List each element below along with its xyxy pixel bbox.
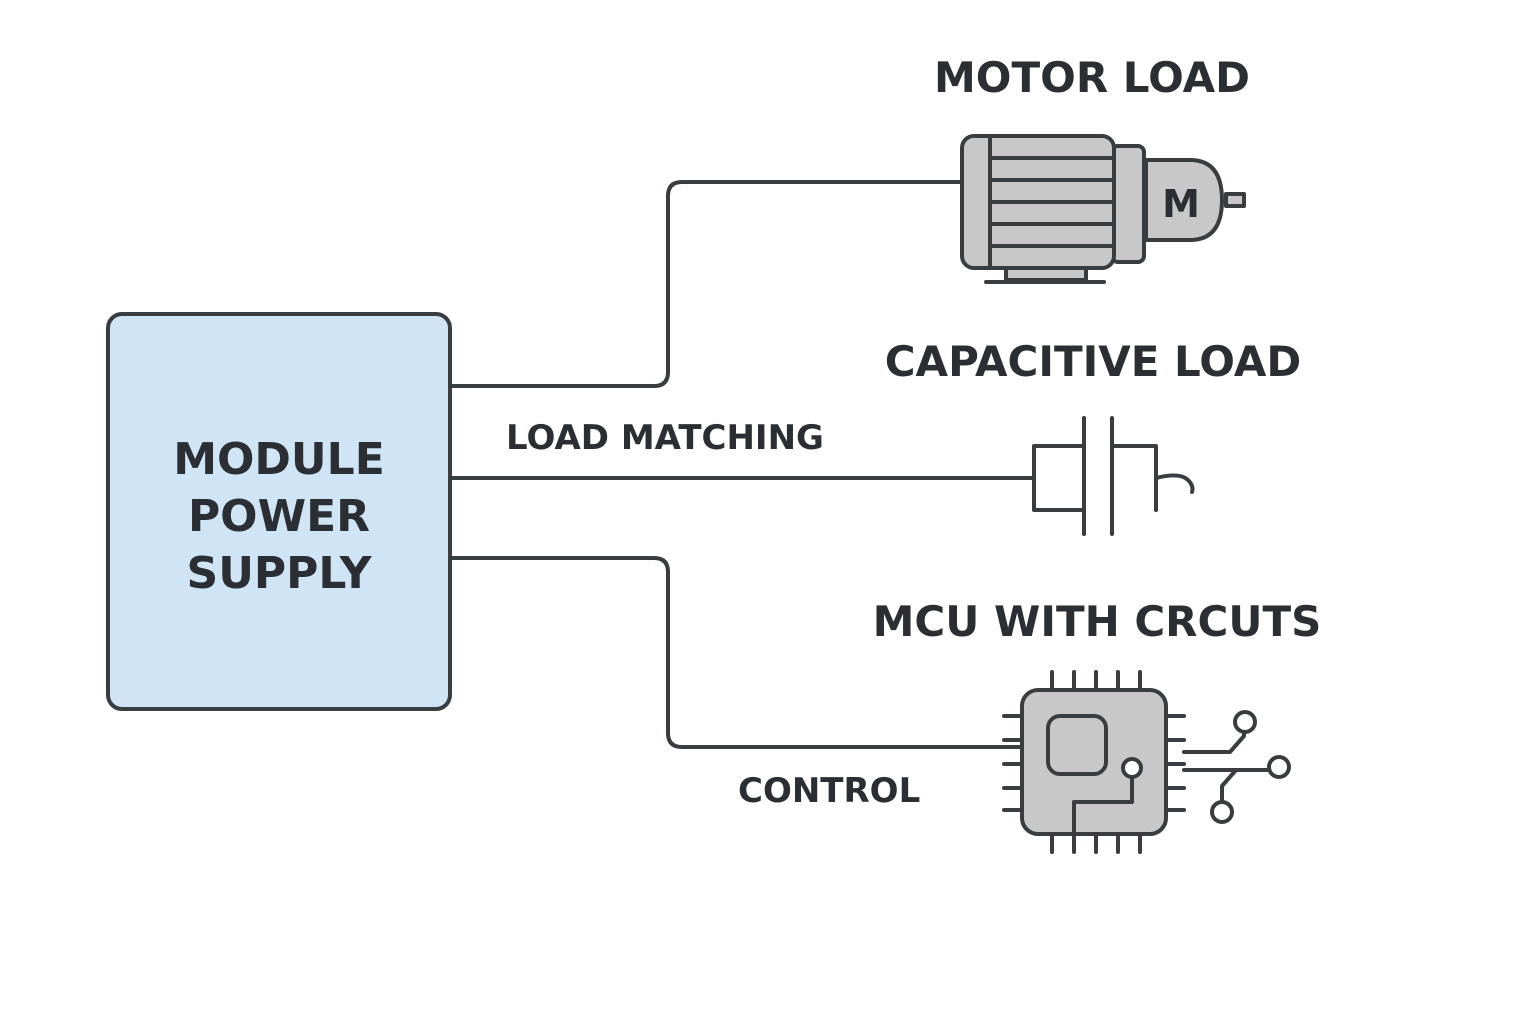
mcu-title: MCU WITH CRCUTS: [873, 597, 1322, 646]
module-box: [106, 312, 452, 711]
control-wire: [450, 556, 1024, 749]
chip-icon: [1002, 670, 1291, 854]
motor-load-title: MOTOR LOAD: [934, 53, 1250, 102]
capacitive-load-title: CAPACITIVE LOAD: [885, 337, 1302, 386]
module-line-2: POWER: [188, 491, 370, 542]
motor-icon: M: [960, 134, 1246, 284]
control-label: CONTROL: [738, 771, 920, 811]
load-matching-label: LOAD MATCHING: [506, 418, 824, 458]
module-power-supply: MODULE POWER SUPPLY: [106, 312, 452, 711]
module-line-3: SUPPLY: [187, 548, 373, 599]
motor-wire: [450, 180, 964, 388]
module-line-1: MODULE: [173, 434, 385, 485]
capacitor-icon: [1032, 416, 1195, 536]
motor-symbol-letter: M: [1162, 182, 1200, 226]
